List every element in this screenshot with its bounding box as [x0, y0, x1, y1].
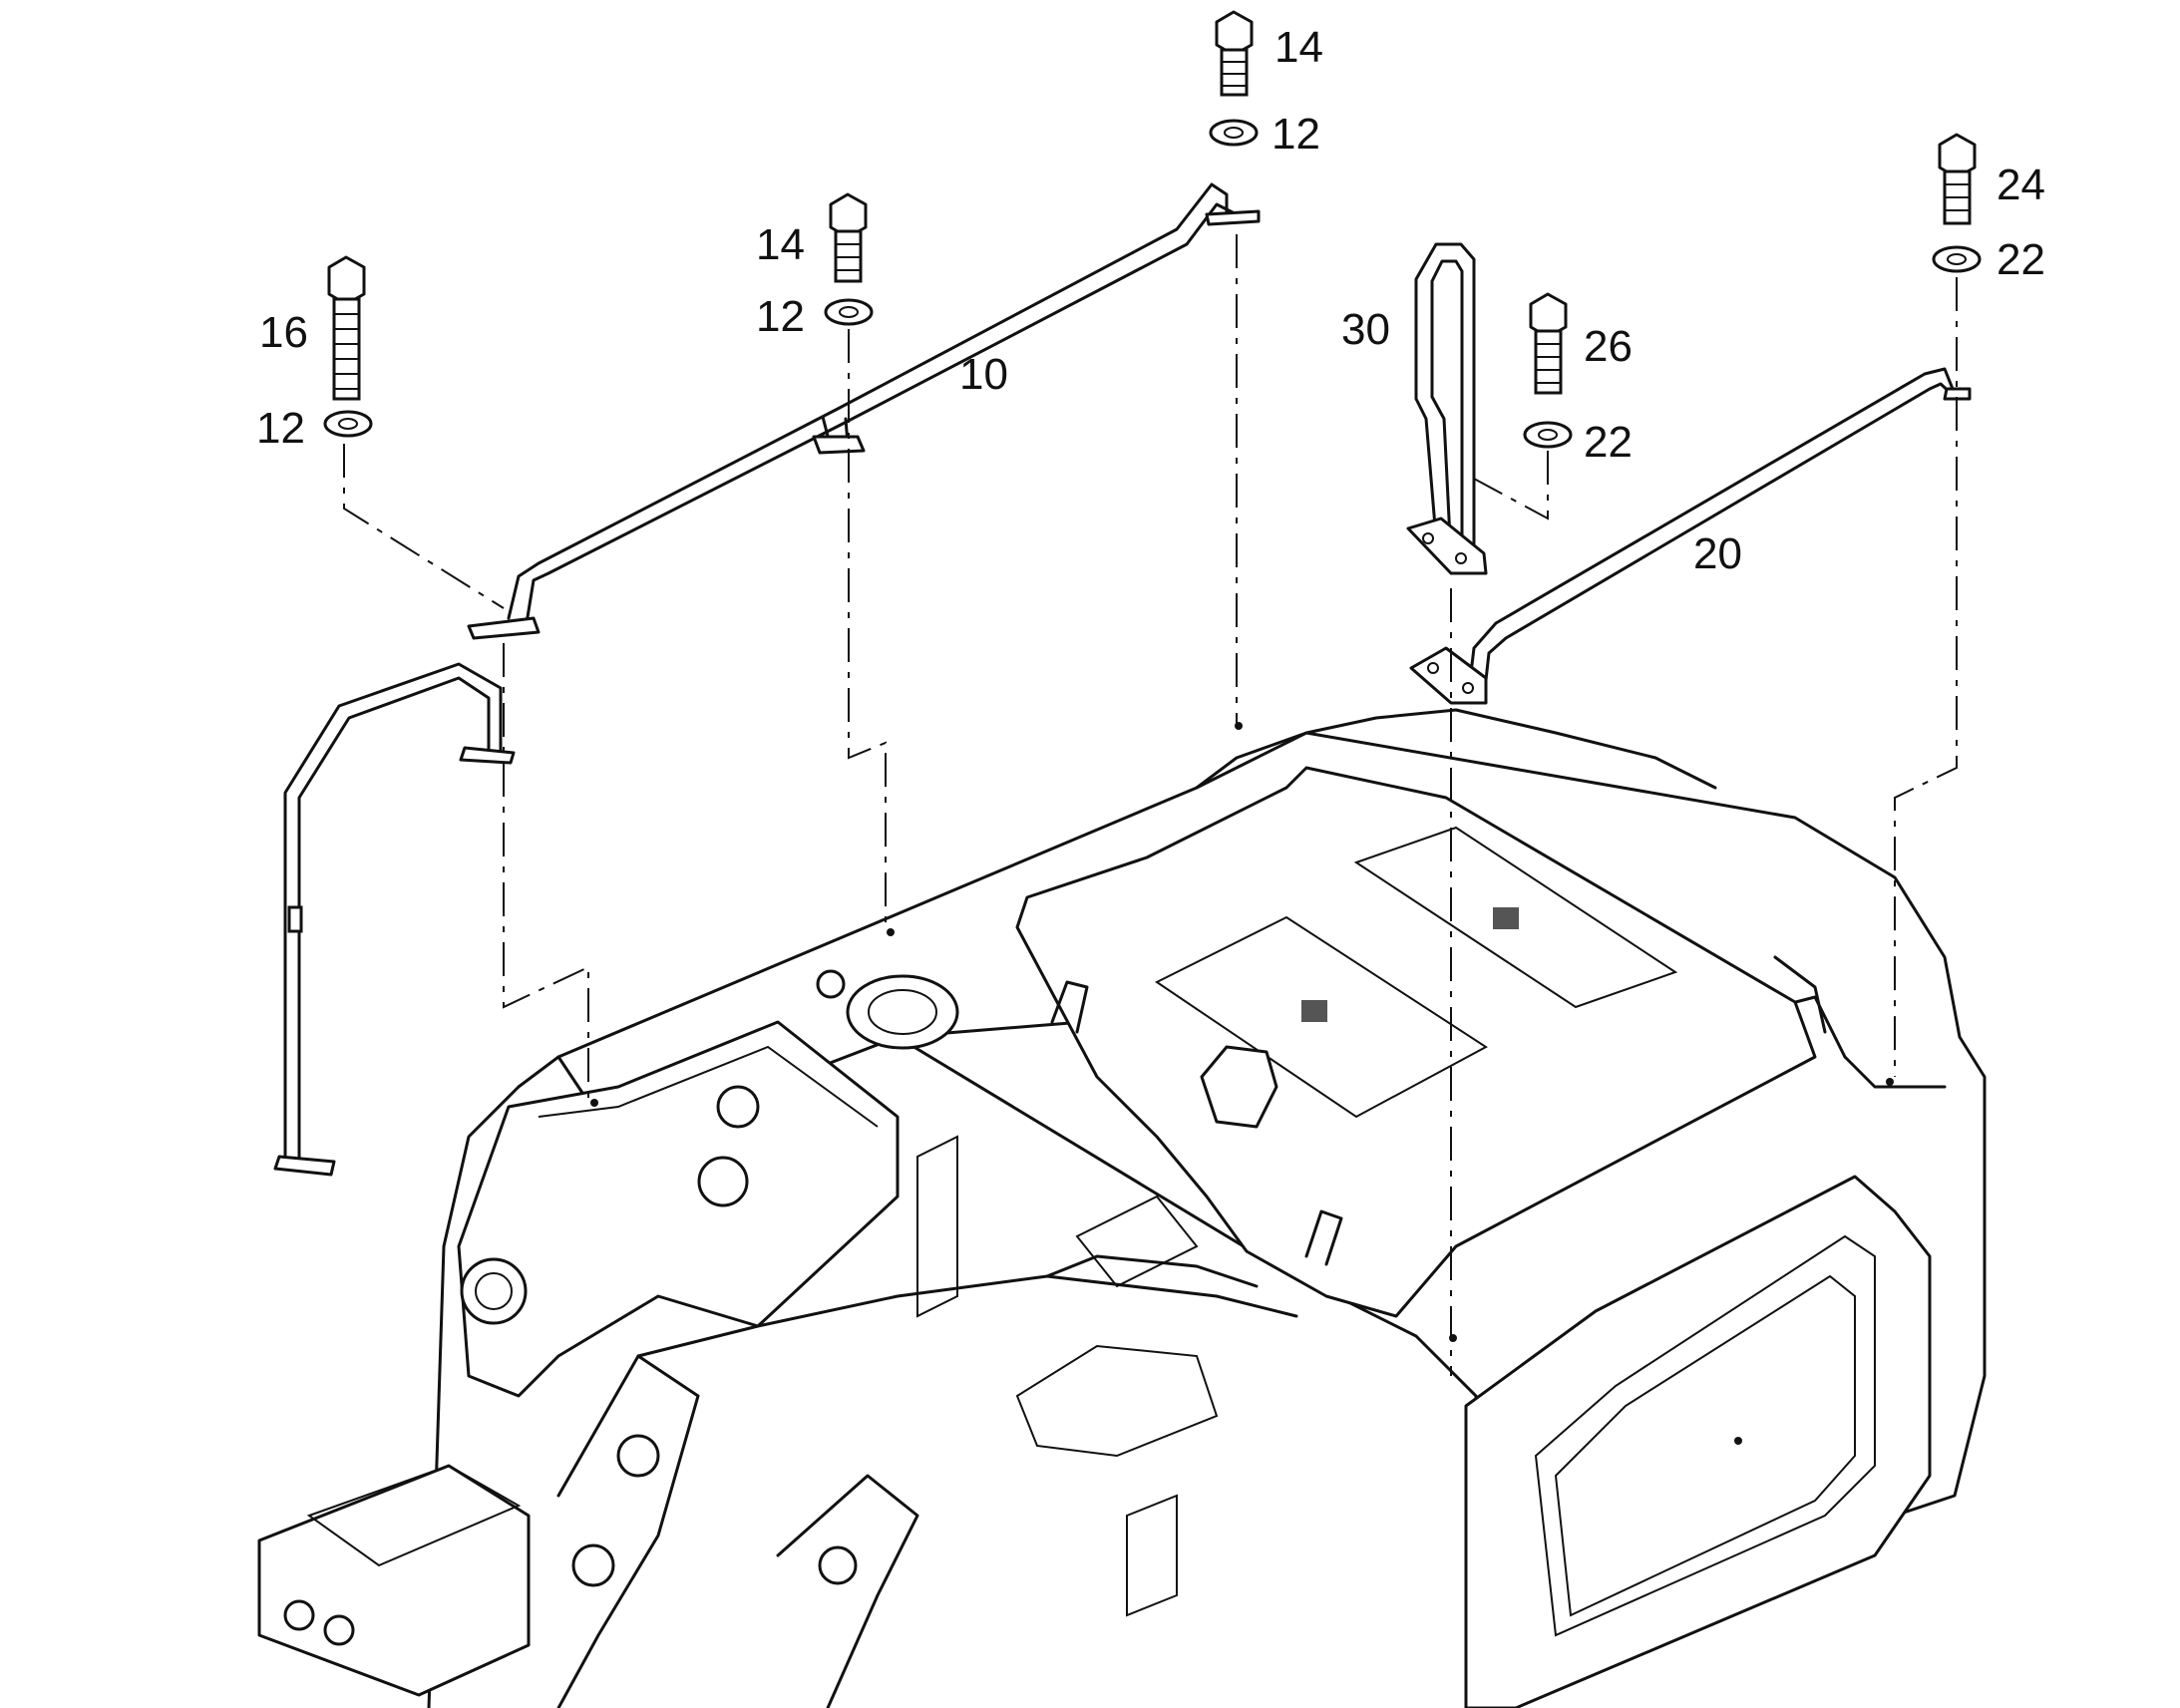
callout-16: 16: [259, 308, 308, 357]
bolt-26-icon: [1529, 292, 1568, 395]
washer-12-middle-icon: [824, 298, 874, 326]
handrail-20: [1409, 367, 1972, 705]
washer-12-left-icon: [323, 410, 373, 438]
callout-14-top: 14: [1274, 23, 1323, 72]
callout-10: 10: [959, 350, 1008, 399]
callout-12-middle: 12: [756, 292, 805, 341]
washer-12-top-icon: [1209, 119, 1259, 147]
left-side-grab-handle: [273, 662, 516, 1177]
assembly-lines: [343, 234, 1958, 1376]
callout-12-top: 12: [1272, 110, 1320, 159]
callout-14-middle: 14: [756, 220, 805, 269]
bolt-14-top-icon: [1215, 10, 1254, 97]
handle-30: [1406, 242, 1488, 575]
bolt-16-icon: [327, 255, 366, 401]
callout-22-right: 22: [1997, 235, 2045, 284]
callout-30: 30: [1341, 305, 1390, 354]
washer-22-middle-icon: [1523, 421, 1573, 449]
callout-labels: 14 12 14 12 16 12 10 30 26 22 20 24 22: [256, 23, 2045, 578]
machine-frame: [257, 708, 1987, 1708]
bolt-14-middle-icon: [829, 192, 868, 283]
bolt-24-icon: [1938, 133, 1977, 225]
callout-26: 26: [1584, 322, 1633, 371]
washer-22-right-icon: [1932, 245, 1982, 273]
callout-24: 24: [1997, 161, 2045, 209]
handrail-10: [467, 182, 1261, 640]
callout-12-left: 12: [256, 404, 305, 453]
callout-22-middle: 22: [1584, 418, 1633, 467]
callout-20: 20: [1693, 529, 1742, 578]
